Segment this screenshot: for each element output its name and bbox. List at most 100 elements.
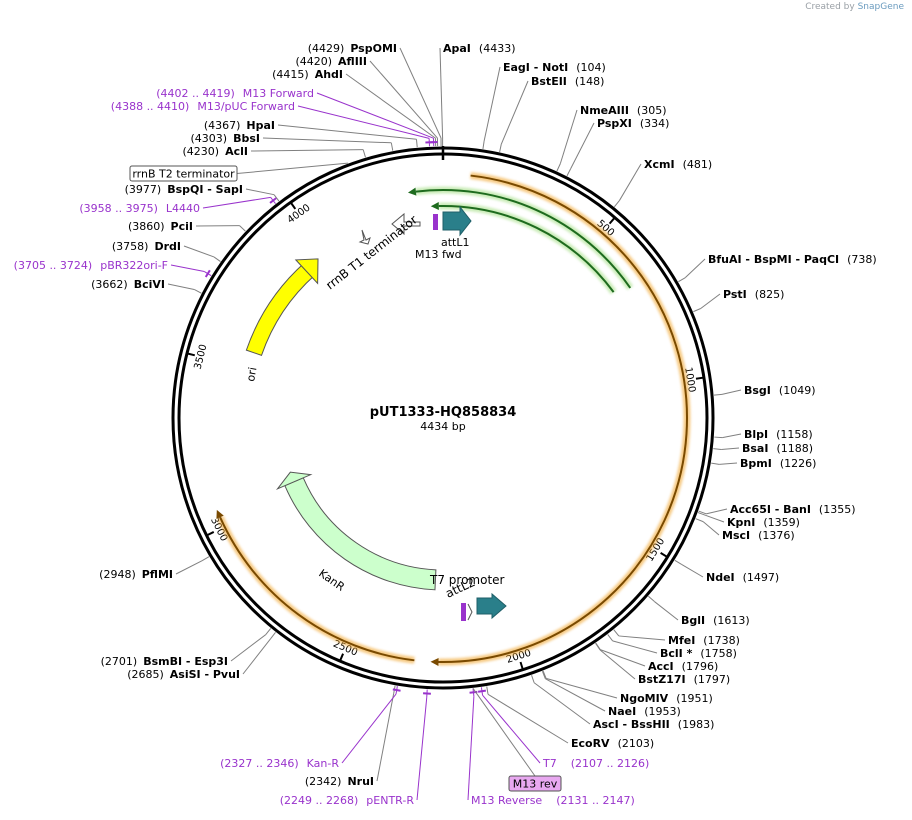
primer-tick bbox=[392, 688, 401, 692]
leader-line bbox=[600, 649, 646, 667]
boxed-label-text: rrnB T2 terminator bbox=[132, 168, 235, 181]
scale-tick bbox=[660, 551, 668, 558]
green-feature-inner bbox=[438, 205, 615, 293]
leader-line bbox=[702, 521, 720, 536]
leader-line bbox=[654, 601, 679, 621]
enzyme-name: EcoRV bbox=[571, 737, 610, 750]
label-box bbox=[508, 775, 562, 792]
enzyme-position: (3662) bbox=[91, 278, 128, 291]
enzyme-position: (148) bbox=[575, 75, 605, 88]
leader-line bbox=[250, 149, 364, 152]
boxed-label-text: M13 rev bbox=[513, 778, 558, 791]
leader-stub bbox=[713, 393, 723, 396]
enzyme-label: BsgI(1049) bbox=[744, 384, 815, 397]
enzyme-label: NgoMIV(1951) bbox=[620, 692, 713, 705]
leader-stub bbox=[711, 462, 720, 465]
enzyme-label: BstZ17I(1797) bbox=[638, 673, 730, 686]
scale-tick bbox=[206, 531, 215, 537]
enzyme-position: (1226) bbox=[780, 457, 817, 470]
leader-line bbox=[721, 389, 742, 395]
leader-line bbox=[705, 508, 728, 515]
leader-stub bbox=[265, 628, 272, 636]
enzyme-label: (4420)AflIII bbox=[295, 55, 367, 68]
ori-feature bbox=[245, 262, 316, 357]
leader-stub bbox=[556, 163, 561, 172]
attl2-feature bbox=[476, 592, 507, 620]
enzyme-position: (4415) bbox=[272, 68, 309, 81]
kanr-label: KanR bbox=[316, 567, 347, 594]
enzyme-label: MfeI(1738) bbox=[668, 634, 740, 647]
leader-line bbox=[369, 60, 438, 139]
leader-line bbox=[170, 264, 205, 273]
enzyme-position: (305) bbox=[637, 104, 667, 117]
enzyme-name: AflIII bbox=[338, 55, 367, 68]
enzyme-label: (2701)BsmBI - Esp3I bbox=[101, 655, 228, 668]
leader-line bbox=[684, 258, 706, 279]
plasmid-name: pUT1333-HQ858834 bbox=[370, 405, 517, 420]
enzyme-position: (1796) bbox=[682, 660, 719, 673]
leader-stub bbox=[362, 149, 366, 158]
orf-arc-right bbox=[438, 174, 688, 663]
enzyme-name: PciI bbox=[171, 220, 193, 233]
leader-stub bbox=[531, 675, 535, 683]
enzyme-position: (3977) bbox=[125, 183, 162, 196]
enzyme-position: (738) bbox=[847, 253, 877, 266]
enzyme-position: (4367) bbox=[204, 119, 241, 132]
enzyme-position: (1797) bbox=[694, 673, 731, 686]
enzyme-name: BsaI bbox=[742, 442, 768, 455]
enzyme-position: (825) bbox=[755, 288, 785, 301]
leader-stub bbox=[390, 142, 394, 151]
enzyme-name: NgoMIV bbox=[620, 692, 669, 705]
leader-line bbox=[618, 163, 642, 201]
enzyme-name: NmeAIII bbox=[580, 104, 629, 117]
leader-line bbox=[416, 697, 428, 801]
leader-stub bbox=[194, 289, 202, 294]
leader-stub bbox=[201, 556, 210, 562]
scale-tick-label: 4000 bbox=[285, 202, 312, 226]
enzyme-label: (3977)BspQI - SapI bbox=[125, 183, 243, 196]
leader-stub bbox=[607, 634, 613, 642]
enzyme-position: (1983) bbox=[678, 718, 715, 731]
attl1-label: attL1 bbox=[441, 236, 470, 249]
primer-name: M13/pUC Forward bbox=[197, 100, 295, 113]
orf-arc-lower-left bbox=[219, 516, 415, 662]
enzyme-label: (4367)HpaI bbox=[204, 119, 275, 132]
enzyme-position: (1359) bbox=[763, 516, 800, 529]
leader-stub bbox=[698, 510, 707, 515]
leader-line bbox=[700, 293, 721, 309]
green-feature-inner-head bbox=[430, 202, 439, 211]
enzyme-label: BpmI(1226) bbox=[740, 457, 816, 470]
leader-line bbox=[559, 109, 578, 164]
leader-line bbox=[277, 124, 417, 140]
enzyme-label: KpnI(1359) bbox=[727, 516, 800, 529]
enzyme-position: (1758) bbox=[700, 647, 737, 660]
enzyme-label: AccI (1796) bbox=[648, 660, 718, 673]
leader-stub bbox=[213, 256, 221, 262]
leader-line bbox=[167, 283, 195, 290]
enzyme-name: AclI bbox=[225, 145, 248, 158]
leader-line bbox=[599, 649, 636, 680]
orf-arrowhead bbox=[216, 509, 224, 519]
enzyme-position: (2948) bbox=[99, 568, 136, 581]
primer-tick bbox=[204, 269, 211, 278]
kanr-feature bbox=[284, 477, 437, 591]
leader-line bbox=[242, 638, 272, 675]
enzyme-position: (1376) bbox=[758, 529, 795, 542]
leader-line bbox=[570, 122, 595, 170]
enzyme-name: PspOMI bbox=[350, 42, 397, 55]
primer-tick bbox=[269, 197, 277, 204]
enzyme-position: (104) bbox=[576, 61, 606, 74]
enzyme-position: (2701) bbox=[101, 655, 138, 668]
kanr-arrowhead bbox=[275, 471, 313, 491]
enzyme-label: (3662)BciVI bbox=[91, 278, 165, 291]
primer-name: Kan-R bbox=[307, 757, 340, 770]
enzyme-name: AccI bbox=[648, 660, 674, 673]
leader-stub bbox=[697, 512, 706, 516]
enzyme-name: EagI - NotI bbox=[503, 61, 568, 74]
watermark-prefix: Created by bbox=[805, 2, 855, 12]
enzyme-label: BstEII(148) bbox=[531, 75, 604, 88]
primer-label: (2327 .. 2346)Kan-R bbox=[220, 757, 339, 770]
